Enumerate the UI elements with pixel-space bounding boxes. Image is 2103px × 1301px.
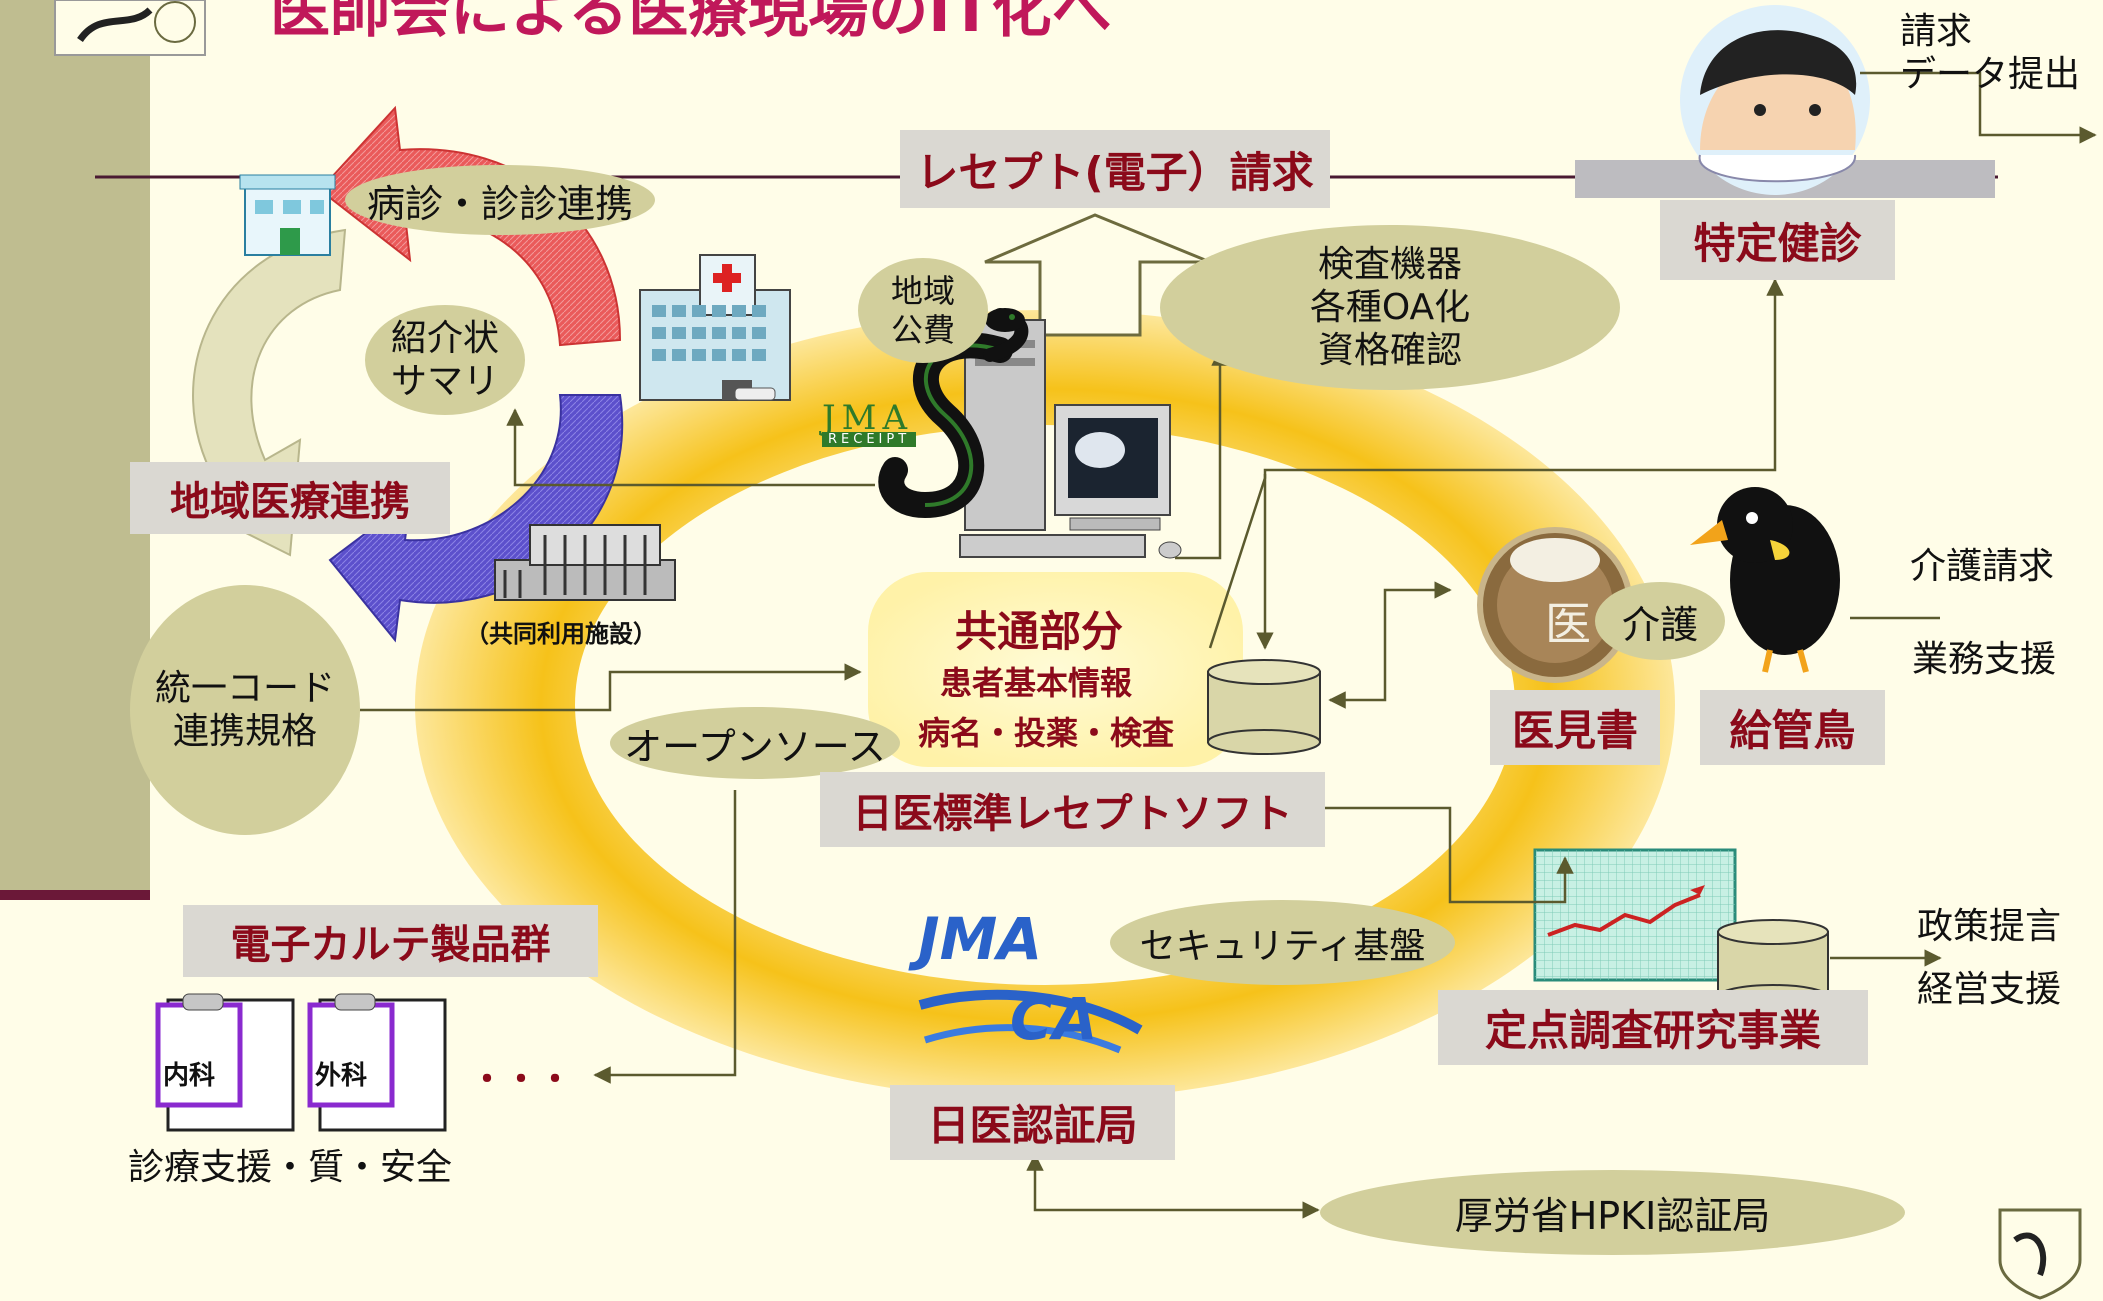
fixed-point-survey-label: 定点調査研究事業 [1438, 990, 1868, 1065]
business-support-text: 業務支援 [1912, 639, 2057, 680]
orca-project-logo-icon [1998, 1208, 2082, 1300]
clipboard-surgery-icon [307, 993, 447, 1132]
referral-collab-label: 病診・診診連携 [345, 165, 655, 235]
shared-facility-caption: （共同利用施設） [465, 620, 657, 648]
jma-ca-logo-icon [918, 989, 1143, 1054]
common-part-line2: 病名・投薬・検査 [918, 714, 1175, 752]
common-part-line1: 患者基本情報 [940, 664, 1133, 702]
myna-bird-icon [1690, 487, 1840, 673]
patient-icon [1680, 5, 1870, 195]
inspection-oa-oval: 検査機器 各種OA化 資格確認 [1160, 225, 1620, 390]
claim-data-submit-text: 請求 データ提出 [1900, 11, 2081, 96]
emr-products-label: 電子カルテ製品群 [183, 905, 598, 977]
policy-proposal-text: 政策提言 [1917, 906, 2062, 947]
common-part-title: 共通部分 [955, 607, 1124, 656]
jma-logo-subtext: RECEIPT [822, 432, 917, 447]
public-expense-label: 地域 公費 [858, 258, 988, 363]
health-check-label: 特定健診 [1660, 200, 1895, 280]
clipboard-surgery-label: 外科 [315, 1061, 368, 1091]
care-quality-safety-text: 診療支援・質・安全 [128, 1147, 453, 1188]
jma-logo-text: JMA [822, 398, 913, 438]
opinion-badge-icon: 医 [1477, 527, 1633, 683]
jma-emblem-icon [54, 0, 206, 56]
open-source-label: オープンソース [610, 707, 900, 779]
clipboard-internal-label: 内科 [163, 1061, 216, 1091]
common-section-bg [868, 572, 1243, 767]
doctor-opinion-label: 医見書 [1490, 690, 1660, 765]
kyukancho-label: 給管鳥 [1700, 690, 1885, 765]
management-support-text: 経営支援 [1917, 969, 2062, 1010]
jma-ca-logo-text2: CA [1010, 985, 1098, 1053]
mhlw-hpki-oval: 厚労省HPKI認証局 [1320, 1170, 1905, 1255]
nursing-care-bubble: 介護 [1595, 582, 1725, 660]
jma-cert-authority-label: 日医認証局 [890, 1085, 1175, 1160]
orca-software-label: 日医標準レセプトソフト [820, 772, 1325, 847]
connector-lines [360, 71, 2097, 1219]
upload-arrow-icon [984, 213, 1211, 337]
security-base-oval: セキュリティ基盤 [1110, 900, 1455, 985]
receipt-claim-label: レセプト(電子）請求 [900, 130, 1330, 208]
shared-facility-icon [494, 524, 676, 601]
svg-text:医: 医 [1545, 597, 1591, 651]
database-icon [1207, 659, 1321, 755]
clipboard-internal-icon [155, 993, 295, 1132]
clinic-building-icon [239, 174, 336, 256]
referral-summary-label: 紹介状 サマリ [365, 305, 525, 415]
unified-code-standard-oval: 統一コード 連携規格 [130, 585, 360, 835]
page-title: 医師会による医療現場のIT化へ [270, 0, 1112, 46]
jma-ca-logo-text1: JMA [918, 905, 1043, 973]
left-bar [0, 0, 150, 890]
hospital-building-icon [639, 254, 791, 401]
more-products-ellipsis: ・・・ [470, 1060, 572, 1100]
care-claim-text: 介護請求 [1910, 546, 2055, 587]
regional-collab-label: 地域医療連携 [130, 462, 450, 534]
left-bar-accent [0, 890, 150, 900]
